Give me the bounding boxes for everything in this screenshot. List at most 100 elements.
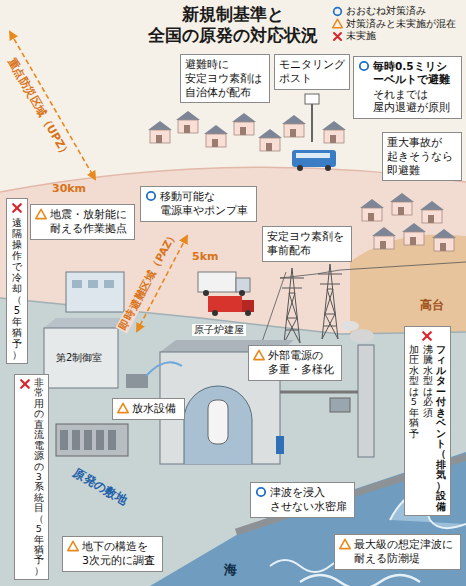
houses-part [432,229,456,251]
triangle-mark [35,208,47,220]
battery-rack-part [72,430,80,450]
vent-stack-part [280,391,358,394]
callout-text: フィルター付きベント（排気）設備 [436,345,446,512]
triangle-mark [339,538,351,550]
pump-truck-part [212,310,218,316]
text-group: 毎時0.5ミリシーベルトで避難それまでは 屋内退避が原則 [373,60,457,115]
circle-mark [358,60,370,72]
pump-truck-part [245,310,251,316]
water-cannon [126,362,182,388]
battery-rack [56,424,128,456]
circle-mark-shape [257,488,265,496]
monitoring-post [305,94,319,142]
callout-box: 安定ヨウ素剤を 事前配布 [262,226,352,262]
houses-part [148,121,172,143]
callout-box: 地震・放射能に 耐える作業拠点 [30,204,135,240]
callout-text: 重大事故が 起きそうなら 即避難 [387,136,457,177]
building-label: 原子炉建屋 [192,324,246,336]
callout-box: 重大事故が 起きそうなら 即避難 [382,132,462,181]
houses-part [204,125,228,147]
cross-mark [421,330,433,342]
reactor-building-part [208,400,228,444]
callout-text: 地震・放射能に 耐える作業拠点 [50,208,130,236]
work-facility [66,272,124,312]
callout-text: 移動可能な 電源車やポンプ車 [160,190,252,218]
bus-part [325,165,331,171]
monitoring-post-part [311,100,313,142]
callout-box: 放水設備 [112,398,185,420]
zone-arrow-part [10,32,95,179]
legend-text: おおむね対策済み [346,5,426,18]
vent-stack-part [341,321,359,331]
text-group: 遠隔操作で冷却（5年猶予） [12,217,22,360]
legend-row: おおむね対策済み [332,5,456,18]
place-label: 高台 [420,298,444,312]
callout-text: 沸騰水型は必須 [423,345,433,418]
triangle-mark [332,18,343,29]
callout-box: 移動可能な 電源車やポンプ車 [140,186,257,222]
triangle-mark [67,540,79,552]
battery-rack-part [84,430,92,450]
text-group: 安定ヨウ素剤を 事前配布 [267,230,347,258]
callout-text: 避難時に 安定ヨウ素剤は 自治体が配布 [185,58,265,99]
plant-site [0,298,466,586]
houses-part [390,193,414,215]
vent-stack [280,321,374,457]
bus-part [296,153,330,158]
circle-mark-shape [360,62,368,70]
callout-box: 避難時に 安定ヨウ素剤は 自治体が配布 [180,54,270,103]
monitoring-post-part [305,94,319,104]
callout-text: 最大級の想定津波に 耐える防潮堤 [354,538,456,566]
triangle-mark-shape [333,19,343,28]
title: 新規制基準と 全国の原発の対応状況 [145,4,321,47]
callout-box: 地下の構造を 3次元的に調査 [62,536,163,572]
power-truck-part [198,272,236,292]
houses-part [360,199,384,221]
water-cannon-part [146,362,182,376]
triangle-mark-shape [254,350,264,359]
cross-mark [19,378,31,390]
callout-box: 最大級の想定津波に 耐える防潮堤 [334,534,461,570]
callout-box: 非常用の直流電源の3系統目（5年猶予） [14,374,49,580]
power-truck-part [236,278,250,292]
triangle-mark [253,349,265,361]
callout-text: 非常用の直流電源の3系統目（5年猶予） [34,378,44,576]
callout-text: それまでは 屋内退避が原則 [373,88,457,114]
callout-text: 遠隔操作で冷却（5年猶予） [12,217,22,360]
houses-part [322,121,346,143]
text-group: モニタリング ポスト [279,58,345,86]
cross-mark-shape [21,380,29,388]
triangle-mark [117,402,129,414]
legend-text: 未実施 [346,30,376,43]
triangle-mark-shape [118,403,128,412]
circle-mark [332,6,343,17]
houses-part [176,111,200,133]
triangle-mark-shape [36,209,46,218]
callout-text: 加圧水型は5年猶予 [409,345,419,439]
pump-truck-part [208,296,242,312]
text-group: 放水設備 [132,402,180,416]
text-group: 移動可能な 電源車やポンプ車 [160,190,252,218]
callout-text: 放水設備 [132,402,180,416]
sea-part [300,575,420,586]
water-cannon-part [126,374,148,388]
houses-part [232,113,256,135]
text-group: 重大事故が 起きそうなら 即避難 [387,136,457,177]
cross-mark-shape [13,204,21,212]
cross-mark-shape [334,33,341,40]
battery-rack-part [60,430,68,450]
power-towers-part [318,264,342,339]
work-facility-part [72,280,82,288]
text-group: 非常用の直流電源の3系統目（5年猶予） [34,378,44,576]
distance-label: 5km [192,250,218,263]
power-truck [198,272,250,296]
callout-text: 地下の構造を 3次元的に調査 [82,540,158,568]
zone-arrow [10,32,187,331]
circle-mark [145,190,157,202]
bus-part [292,150,336,167]
work-facility-part [88,280,98,288]
pump-truck [208,296,254,316]
triangle-mark-shape [68,541,78,550]
